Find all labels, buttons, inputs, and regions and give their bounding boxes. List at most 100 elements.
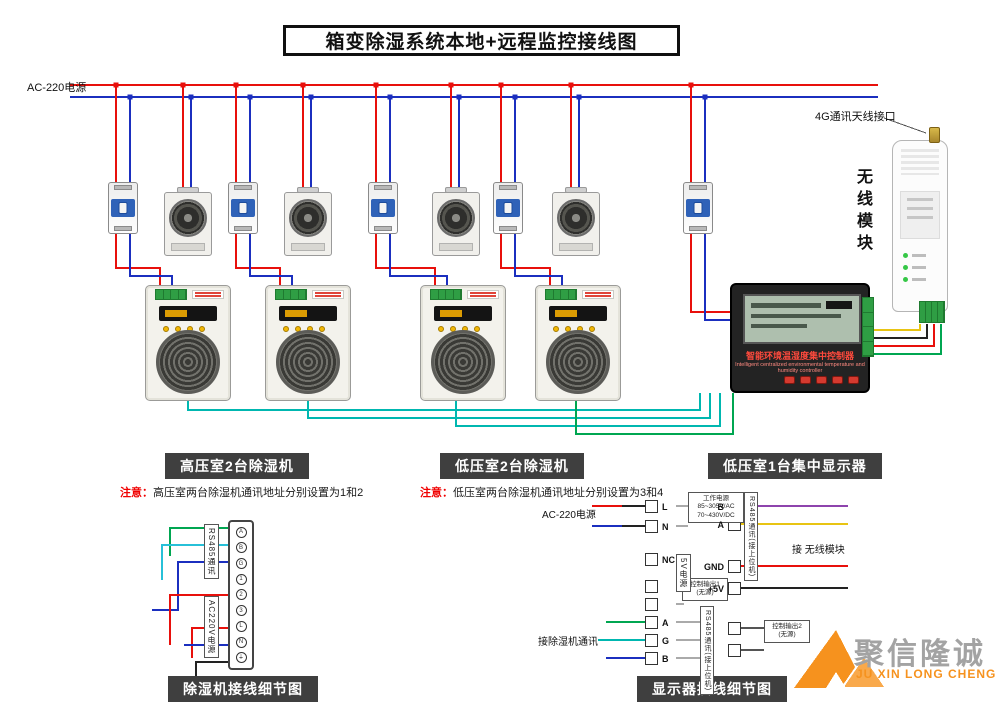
section-label-display: 低压室1台集中显示器	[708, 453, 882, 479]
terminal: L	[235, 620, 247, 632]
terminal-label-L: L	[662, 502, 668, 512]
wireless-module-label: 无线模块	[854, 168, 871, 256]
dehumidifier-2	[265, 285, 351, 401]
dehum-terminal-strip: A B G 1 2 3 L N ⏚	[228, 520, 254, 670]
breaker-toggle	[238, 202, 248, 214]
terminal-label-r-A: A	[717, 520, 725, 530]
temperature-humidity-controller: 智能环境温湿度集中控制器 Intelligent centralized env…	[730, 283, 874, 393]
work-power-box: 工作电源 85~305V/AC 70~430V/DC	[688, 492, 744, 524]
terminal-label-GND: GND	[704, 562, 724, 572]
terminal-B	[645, 652, 658, 665]
dehumidifier-1	[145, 285, 231, 401]
terminal: B	[235, 542, 247, 554]
note-hv: 注意：高压室两台除湿机通讯地址分别设置为1和2	[120, 484, 363, 500]
terminal-label-5V: +5V	[707, 584, 724, 594]
terminal-label-r-B: B	[717, 502, 725, 512]
v5-power-rotated-label: 5V电源	[676, 554, 691, 592]
section-label-hv-room: 高压室2台除湿机	[165, 453, 309, 479]
breaker-toggle	[693, 202, 703, 214]
work-power-line2: 85~305V/AC	[697, 503, 735, 511]
rs485-left-rotated-label: RS485通讯(接上位机)	[700, 606, 714, 696]
terminal-block	[430, 289, 462, 300]
terminal-label-NC: NC	[662, 555, 675, 565]
terminal-label-A: A	[662, 618, 669, 628]
terminal-label-N: N	[662, 522, 669, 532]
terminal-L	[645, 500, 658, 513]
fan-icon	[437, 199, 475, 237]
ctrl-out2-line2: (无源)	[778, 631, 796, 639]
fan-heater-unit-1	[164, 187, 212, 256]
terminal: ⏚	[235, 652, 247, 664]
dehumidifier-4	[535, 285, 621, 401]
terminal: 1	[235, 573, 247, 585]
dehum-comm-link-label: 接除湿机通讯	[538, 637, 598, 648]
terminal-r-5V	[728, 582, 741, 595]
antenna-connector-icon	[929, 127, 940, 143]
wireless-module-link-label: 接 无线模块	[792, 545, 845, 556]
terminal-out2b	[728, 644, 741, 657]
note-prefix: 注意：	[420, 487, 453, 499]
controller-title: 智能环境温湿度集中控制器	[745, 351, 854, 361]
status-leds	[903, 253, 926, 289]
breaker-toggle	[378, 202, 388, 214]
fan-icon	[289, 199, 327, 237]
ctrl-out2-box: 控制输出2 (无源)	[764, 620, 810, 643]
dehum-power-rotated-label: AC220V电源	[204, 596, 219, 658]
ctrl-out1-line1: 控制输出1	[690, 581, 720, 588]
dehum-comm-rotated-label: RS485通讯	[204, 524, 219, 580]
circuit-breaker-3	[368, 182, 398, 234]
controller-buttons[interactable]	[784, 376, 859, 384]
terminal-A	[645, 616, 658, 629]
display-screen	[434, 306, 492, 321]
fan-grille-icon	[546, 330, 610, 394]
terminal-out1a	[645, 580, 658, 593]
terminal-r-GND	[728, 560, 741, 573]
dehumidifier-3	[420, 285, 506, 401]
breaker-toggle	[118, 202, 128, 214]
circuit-breaker-1	[108, 182, 138, 234]
terminal-label-G: G	[662, 636, 670, 646]
fan-heater-unit-3	[432, 187, 480, 256]
work-power-line1: 工作电源	[703, 495, 729, 502]
note-lv: 注意：低压室两台除湿机通讯地址分别设置为3和4	[420, 484, 663, 500]
terminal-NC	[645, 553, 658, 566]
terminal-label-B: B	[662, 654, 669, 664]
ctrl-out2-line1: 控制输出2	[772, 623, 802, 630]
fan-icon	[169, 199, 207, 237]
section-label-dehum-detail: 除湿机接线细节图	[168, 676, 318, 702]
terminal: 3	[235, 605, 247, 617]
brand-badge	[826, 301, 852, 309]
terminal-block	[275, 289, 307, 300]
terminal: N	[235, 636, 247, 648]
terminal-G	[645, 634, 658, 647]
circuit-breaker-4	[493, 182, 523, 234]
rs485-right-rotated-label: RS485通讯(接上位机)	[744, 492, 758, 582]
fan-grille-icon	[431, 330, 495, 394]
fan-heater-unit-4	[552, 187, 600, 256]
display-screen	[549, 306, 607, 321]
terminal-out2a	[728, 622, 741, 635]
wireless-4g-module	[892, 127, 948, 323]
terminal-out1b	[645, 598, 658, 611]
note-lv-text: 低压室两台除湿机通讯地址分别设置为3和4	[453, 487, 664, 499]
lcd-screen	[743, 294, 861, 344]
terminal-block	[545, 289, 577, 300]
fan-heater-unit-2	[284, 187, 332, 256]
logo-mountain-icon	[794, 630, 866, 688]
fan-grille-icon	[156, 330, 220, 394]
terminal: 2	[235, 589, 247, 601]
note-prefix: 注意：	[120, 487, 153, 499]
terminal-N	[645, 520, 658, 533]
display-screen	[159, 306, 217, 321]
section-label-lv-room: 低压室2台除湿机	[440, 453, 584, 479]
ctrl-out1-line2: (无源)	[696, 589, 714, 597]
terminal: A	[235, 526, 247, 538]
fan-grille-icon	[276, 330, 340, 394]
ac-power-detail-label: AC-220电源	[542, 510, 596, 521]
antenna-port-label: 4G通讯天线接口	[815, 111, 896, 123]
module-terminal-block	[919, 301, 945, 323]
circuit-breaker-2	[228, 182, 258, 234]
circuit-breaker-5	[683, 182, 713, 234]
logo-company-name-en: JU XIN LONG CHENG	[856, 667, 997, 681]
